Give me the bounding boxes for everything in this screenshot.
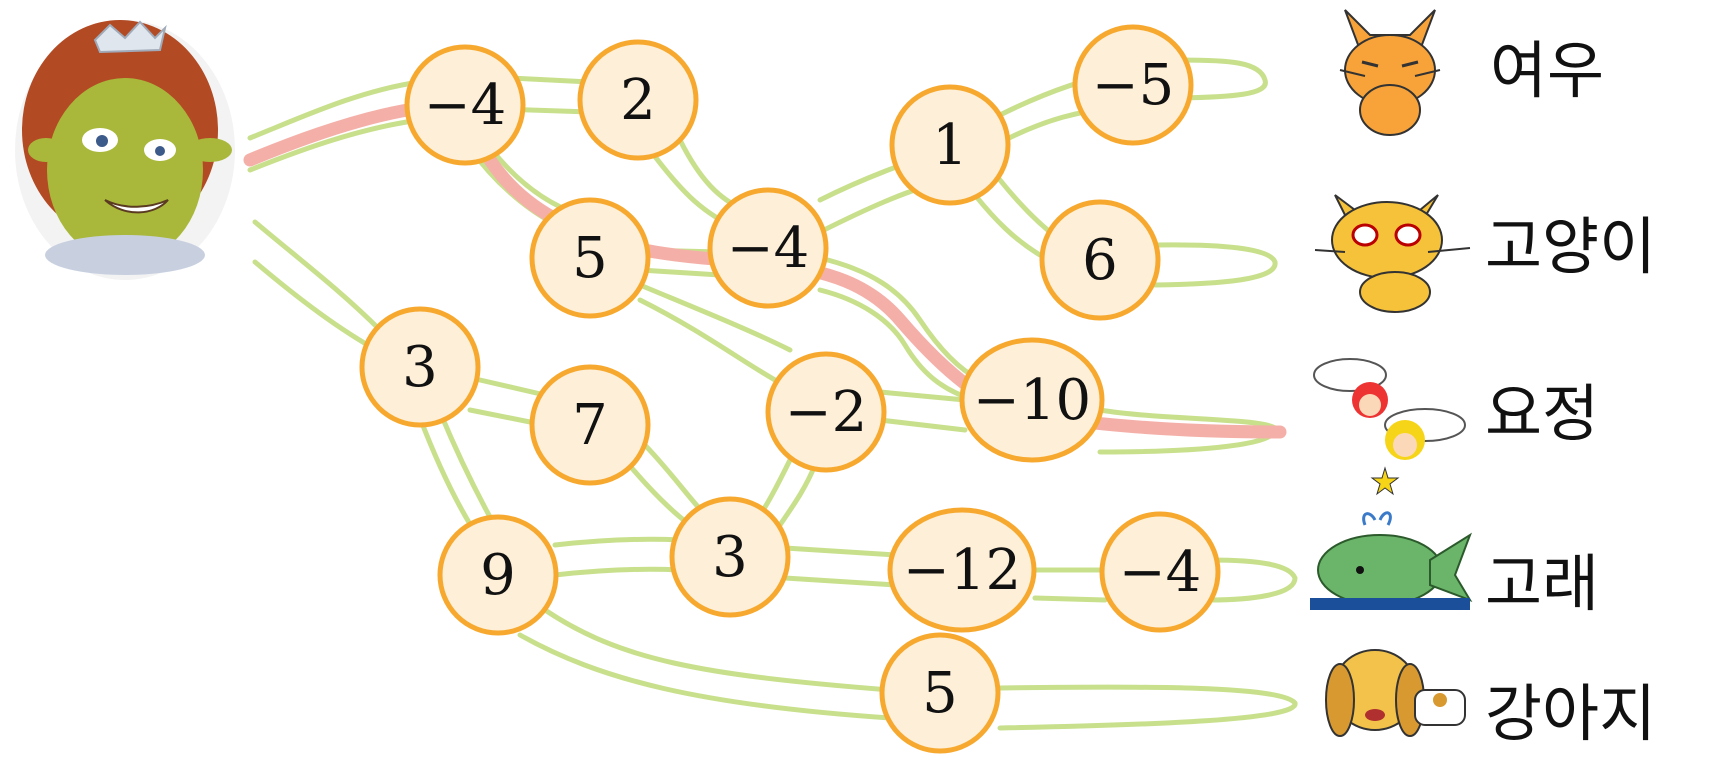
node: 2: [577, 39, 699, 161]
node-label: 5: [572, 226, 608, 291]
node-label: 7: [572, 393, 608, 458]
fairy-icon: [1313, 358, 1466, 496]
node: −10: [959, 337, 1105, 463]
node-label: −4: [1119, 540, 1202, 605]
node-group: −4 2 5 −4 1 −5 6 3: [359, 24, 1221, 754]
node-label: 3: [712, 525, 748, 590]
whale-icon: [1310, 511, 1473, 610]
node-label: −2: [785, 380, 868, 445]
node: 3: [669, 496, 791, 618]
destination-whale: 고래: [1310, 511, 1599, 620]
node: 5: [529, 197, 651, 319]
node-label: 9: [480, 543, 516, 608]
destination-cat: 고양이: [1314, 194, 1656, 313]
node-label: −12: [903, 538, 1021, 603]
node: 9: [437, 514, 559, 636]
node-label: 5: [922, 661, 958, 726]
node-label: 6: [1082, 228, 1118, 293]
node: −4: [404, 44, 526, 166]
destination-fairy: 요정: [1313, 358, 1599, 496]
start-character: [15, 20, 235, 280]
destination-fox: 여우: [1339, 9, 1604, 136]
node: 5: [879, 632, 1001, 754]
node-label: −4: [727, 216, 810, 281]
princess-face-icon: [15, 20, 235, 280]
node: 1: [889, 84, 1011, 206]
node: −4: [1099, 511, 1221, 633]
destination-puppy: 강아지: [1325, 649, 1656, 750]
destination-label: 여우: [1490, 34, 1604, 107]
node: −5: [1072, 24, 1194, 146]
fox-icon: [1339, 9, 1441, 136]
node: 3: [359, 306, 481, 428]
node-label: −4: [424, 73, 507, 138]
puppy-icon: [1325, 649, 1466, 737]
cat-icon: [1314, 194, 1471, 313]
destination-label: 요정: [1485, 377, 1599, 450]
node-label: −5: [1092, 53, 1175, 118]
destination-label: 강아지: [1485, 677, 1656, 750]
node: −12: [887, 507, 1037, 633]
destinations: 여우 고양이 요정: [1310, 9, 1656, 750]
node-label: 2: [620, 68, 656, 133]
node-label: 1: [932, 113, 968, 178]
node: 7: [529, 364, 651, 486]
node: −4: [707, 187, 829, 309]
node-label: 3: [402, 335, 438, 400]
node: 6: [1039, 199, 1161, 321]
node-label: −10: [973, 368, 1091, 433]
destination-label: 고양이: [1485, 210, 1656, 283]
node: −2: [765, 351, 887, 473]
destination-label: 고래: [1485, 547, 1599, 620]
